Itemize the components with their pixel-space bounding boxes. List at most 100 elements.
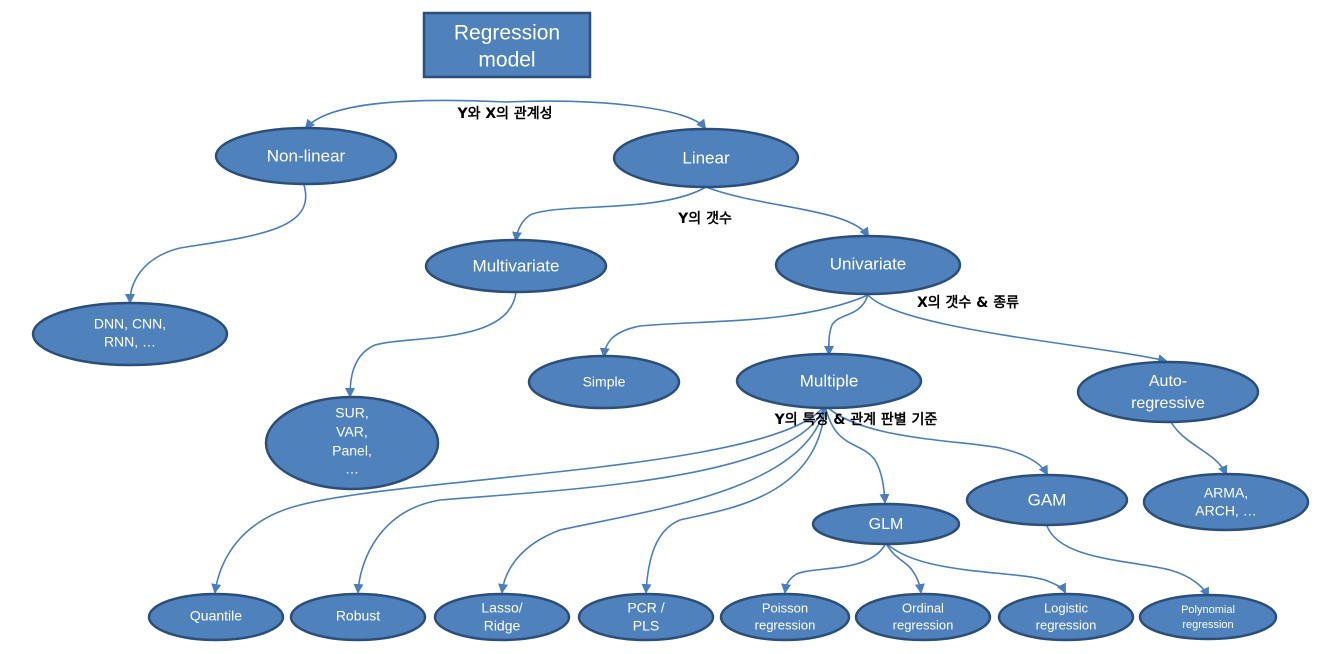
polynomial-ellipse	[1138, 593, 1278, 641]
pcr-line-2: PLS	[633, 618, 659, 634]
arma-ellipse	[1142, 472, 1310, 532]
autoregressive-line-1: Auto-	[1149, 373, 1187, 390]
logistic-line-2: regression	[1036, 617, 1097, 632]
edges	[125, 99, 1228, 598]
dnn-ellipse	[31, 301, 229, 367]
ordinal-line-2: regression	[893, 617, 954, 632]
root-line-2: model	[478, 49, 535, 72]
edge-root-nonlinear	[304, 99, 506, 130]
logistic-ellipse	[997, 592, 1135, 642]
simple-ellipse	[527, 354, 681, 410]
sur-line-3: Panel,	[332, 443, 372, 459]
quantile-ellipse	[147, 592, 285, 642]
robust-ellipse	[289, 592, 427, 642]
multivariate-ellipse	[424, 238, 608, 294]
ordinal-line-1: Ordinal	[902, 600, 944, 615]
edge-gam-polynomial	[1046, 525, 1209, 598]
arma-line-2: ARCH, …	[1195, 503, 1256, 519]
sur-line-2: VAR,	[336, 424, 368, 440]
edge-nonlinear-dnn	[125, 181, 307, 304]
node-univariate[interactable]: Univariate	[774, 234, 962, 296]
univariate-ellipse	[774, 234, 962, 296]
node-dnn[interactable]: DNN, CNN, RNN, …	[31, 301, 229, 367]
label-x-count-type: X의 갯수 & 종류	[917, 294, 1019, 311]
multiple-ellipse	[735, 352, 923, 410]
sur-line-1: SUR,	[335, 405, 368, 421]
node-quantile[interactable]: Quantile	[147, 592, 285, 642]
edge-auto-arma	[1167, 415, 1228, 476]
lasso-line-2: Ridge	[484, 618, 521, 634]
node-multiple[interactable]: Multiple	[735, 352, 923, 410]
node-pcr[interactable]: PCR / PLS	[577, 592, 715, 642]
edge-glm-poisson	[781, 542, 887, 594]
label-y-feature: Y의 특징 & 관계 판별 기준	[774, 411, 938, 428]
edge-multiple-gam	[824, 404, 1048, 476]
edge-root-linear	[504, 100, 707, 130]
label-y-count: Y의 갯수	[677, 210, 732, 227]
edge-multivariate-sur	[345, 291, 517, 398]
simple-label: Simple	[583, 374, 626, 390]
quantile-label: Quantile	[190, 608, 242, 624]
dnn-line-2: RNN, …	[104, 334, 156, 350]
edge-linear-univariate	[705, 186, 870, 238]
node-poisson[interactable]: Poisson regression	[719, 592, 851, 642]
edge-multiple-glm	[824, 404, 890, 504]
node-robust[interactable]: Robust	[289, 592, 427, 642]
dnn-line-1: DNN, CNN,	[94, 316, 166, 332]
node-glm[interactable]: GLM	[811, 502, 961, 546]
polynomial-line-2: regression	[1182, 619, 1233, 631]
autoregressive-ellipse	[1076, 360, 1260, 424]
root-box	[422, 11, 592, 79]
edge-multiple-robust	[353, 404, 826, 594]
glm-label: GLM	[869, 516, 904, 533]
node-ordinal[interactable]: Ordinal regression	[854, 592, 992, 642]
sur-line-4: …	[345, 461, 359, 477]
node-gam[interactable]: GAM	[965, 473, 1129, 527]
multivariate-label: Multivariate	[473, 256, 560, 275]
edge-univariate-simple	[599, 294, 869, 358]
node-simple[interactable]: Simple	[527, 354, 681, 410]
node-root[interactable]: Regression model	[422, 11, 592, 79]
poisson-ellipse	[719, 592, 851, 642]
node-arma[interactable]: ARMA, ARCH, …	[1142, 472, 1310, 532]
univariate-label: Univariate	[830, 254, 907, 273]
lasso-line-1: Lasso/	[481, 600, 522, 616]
logistic-line-1: Logistic	[1044, 600, 1089, 615]
poisson-line-1: Poisson	[762, 600, 808, 615]
poisson-line-2: regression	[755, 617, 816, 632]
edge-labels: Y와 X의 관계성 Y의 갯수 X의 갯수 & 종류 Y의 특징 & 관계 판별…	[456, 105, 1019, 428]
edge-multiple-lasso	[498, 404, 826, 594]
polynomial-line-1: Polynomial	[1181, 604, 1235, 616]
node-polynomial[interactable]: Polynomial regression	[1138, 593, 1278, 641]
node-lasso[interactable]: Lasso/ Ridge	[433, 592, 571, 642]
ordinal-ellipse	[854, 592, 992, 642]
nodes: Regression model Non-linear Linear DNN, …	[31, 11, 1310, 642]
node-sur[interactable]: SUR, VAR, Panel, …	[264, 395, 440, 491]
nonlinear-ellipse	[214, 126, 398, 186]
node-autoregressive[interactable]: Auto- regressive	[1076, 360, 1260, 424]
node-logistic[interactable]: Logistic regression	[997, 592, 1135, 642]
root-line-1: Regression	[454, 22, 560, 45]
gam-ellipse	[965, 473, 1129, 527]
label-y-x-relation: Y와 X의 관계성	[456, 105, 552, 122]
linear-ellipse	[612, 127, 800, 189]
edge-glm-ordinal	[885, 542, 925, 594]
sur-ellipse	[264, 395, 440, 491]
lasso-ellipse	[433, 592, 571, 642]
edge-univariate-auto	[867, 294, 1168, 364]
pcr-ellipse	[577, 592, 715, 642]
robust-label: Robust	[336, 608, 380, 624]
edge-multiple-pcr	[641, 404, 826, 594]
nonlinear-label: Non-linear	[267, 146, 346, 165]
node-multivariate[interactable]: Multivariate	[424, 238, 608, 294]
multiple-label: Multiple	[800, 371, 859, 390]
autoregressive-line-2: regressive	[1131, 395, 1205, 412]
edge-multiple-quantile	[211, 404, 826, 594]
edge-univariate-multiple	[823, 294, 869, 356]
edge-linear-multivariate	[512, 186, 707, 242]
glm-ellipse	[811, 502, 961, 546]
node-linear[interactable]: Linear	[612, 127, 800, 189]
node-nonlinear[interactable]: Non-linear	[214, 126, 398, 186]
gam-label: GAM	[1028, 490, 1067, 509]
